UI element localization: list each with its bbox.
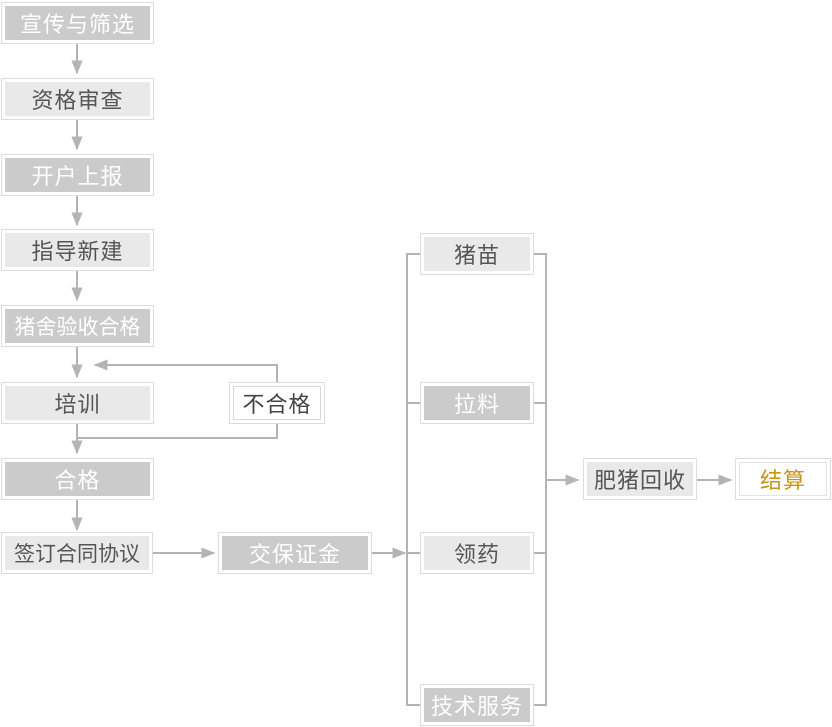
step-open-account-label: 开户上报 [5,158,150,192]
step-tech-service-label: 技术服务 [424,688,530,722]
left-bracket [406,253,420,706]
step-guide-build: 指导新建 [1,229,154,271]
step-piglets: 猪苗 [420,233,534,275]
step-training: 培训 [1,382,154,424]
step-qualification: 资格审查 [1,78,154,120]
step-sign-contract-label: 签订合同协议 [5,536,149,570]
step-qualification-label: 资格审查 [5,82,150,116]
step-unqualified: 不合格 [229,382,325,424]
step-sign-contract: 签订合同协议 [1,532,153,574]
right-bracket [534,253,547,706]
step-qualified: 合格 [1,458,154,500]
step-hog-recycle: 肥猪回收 [583,458,697,500]
step-settlement: 结算 [735,458,831,500]
step-pigsty-accept-label: 猪舍验收合格 [5,309,150,343]
step-pigsty-accept: 猪舍验收合格 [1,305,154,347]
step-medicine: 领药 [420,532,534,574]
step-feed: 拉料 [420,382,534,424]
line-training-to-unqualified [77,424,278,439]
step-publicity: 宣传与筛选 [1,2,154,44]
step-training-label: 培训 [5,386,150,420]
step-deposit: 交保证金 [218,532,372,574]
step-guide-build-label: 指导新建 [5,233,150,267]
arrow-unqualified-back [93,359,278,384]
step-unqualified-label: 不合格 [233,386,321,420]
step-piglets-label: 猪苗 [424,237,530,271]
step-deposit-label: 交保证金 [222,536,368,570]
step-publicity-label: 宣传与筛选 [5,6,150,40]
step-hog-recycle-label: 肥猪回收 [587,462,693,496]
step-medicine-label: 领药 [424,536,530,570]
step-tech-service: 技术服务 [420,684,534,726]
step-settlement-label: 结算 [739,462,827,496]
step-open-account: 开户上报 [1,154,154,196]
step-feed-label: 拉料 [424,386,530,420]
step-qualified-label: 合格 [5,462,150,496]
